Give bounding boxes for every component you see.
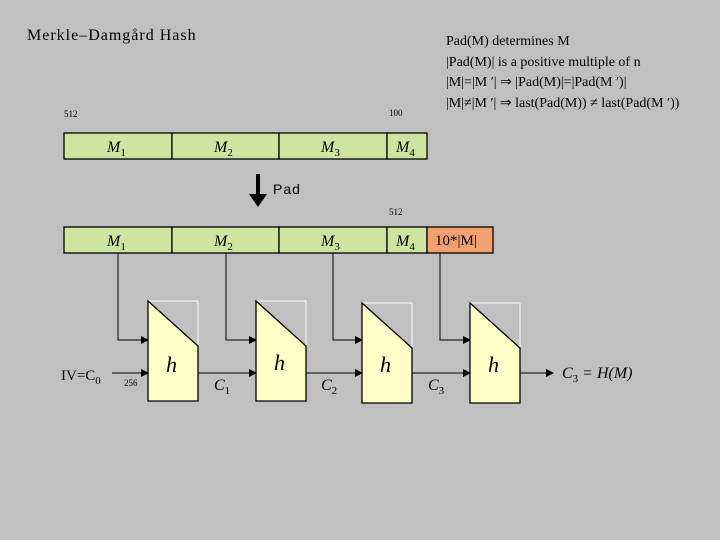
- pad-arrow-head: [249, 194, 267, 207]
- compression-box-1-shape: [147, 299, 199, 402]
- padded-block-label-3: M3: [320, 233, 340, 253]
- top-size-left: 512: [64, 109, 78, 119]
- padded-block-m3: [278, 226, 388, 254]
- compression-box-1: h: [147, 299, 199, 402]
- message-blocks-padded: M1 M2 M3 M4 10*|M|: [63, 226, 494, 254]
- note-line-4: |M|≠|M ′| ⇒ last(Pad(M)) ≠ last(Pad(M ′)…: [446, 96, 680, 111]
- note-line-3: |M|=|M ′| ⇒ |Pad(M)|=|Pad(M ′)|: [446, 75, 627, 90]
- iv-size: 256: [124, 378, 138, 388]
- chain-label-1: C1: [214, 377, 230, 397]
- connector-m1: [117, 253, 149, 344]
- top-block-m2: [171, 132, 280, 160]
- h-label-4: h: [488, 352, 499, 377]
- padded-block-label-4: M4: [395, 233, 415, 253]
- padding-block: [426, 226, 494, 254]
- connector-m3: [332, 253, 363, 344]
- note-line-2: |Pad(M)| is a positive multiple of n: [446, 55, 641, 70]
- h-label-3: h: [380, 352, 391, 377]
- message-blocks-top: M1 M2 M3 M4: [63, 132, 428, 160]
- top-block-label-1: M1: [106, 139, 126, 159]
- padding-block-label: 10*|M|: [435, 233, 477, 249]
- padded-block-label-1: M1: [106, 233, 126, 253]
- block-connectors: [117, 253, 471, 344]
- pad-arrow: Pad: [249, 174, 301, 207]
- output-label: C3 = H(M): [562, 365, 633, 385]
- top-block-label-3: M3: [320, 139, 340, 159]
- h-label-1: h: [166, 352, 177, 377]
- top-block-label-4: M4: [395, 139, 415, 159]
- connector-m2: [225, 253, 257, 344]
- note-line-1: Pad(M) determines M: [446, 34, 570, 49]
- top-size-right: 100: [389, 108, 403, 118]
- chain-label-2: C2: [321, 377, 337, 397]
- compression-box-2: h: [255, 299, 307, 402]
- iv-label: IV=C0: [61, 368, 101, 387]
- compression-functions: h h h h: [147, 299, 521, 404]
- top-block-m1: [63, 132, 173, 160]
- chain-label-3: C3: [428, 377, 445, 397]
- properties-notes: Pad(M) determines M |Pad(M)| is a positi…: [446, 34, 680, 111]
- diagram-title: Merkle–Damgård Hash: [27, 27, 197, 44]
- connector-m4: [439, 253, 471, 344]
- compression-box-3: h: [361, 301, 413, 404]
- top-block-m3: [278, 132, 388, 160]
- compression-box-2-shape: [255, 299, 307, 402]
- h-label-2: h: [274, 350, 285, 375]
- top-block-label-2: M2: [213, 139, 233, 159]
- top-block-m4: [386, 132, 428, 160]
- bottom-size-right: 512: [389, 207, 403, 217]
- pad-label: Pad: [273, 181, 301, 197]
- compression-box-4: h: [469, 301, 521, 404]
- padded-block-label-2: M2: [213, 233, 233, 253]
